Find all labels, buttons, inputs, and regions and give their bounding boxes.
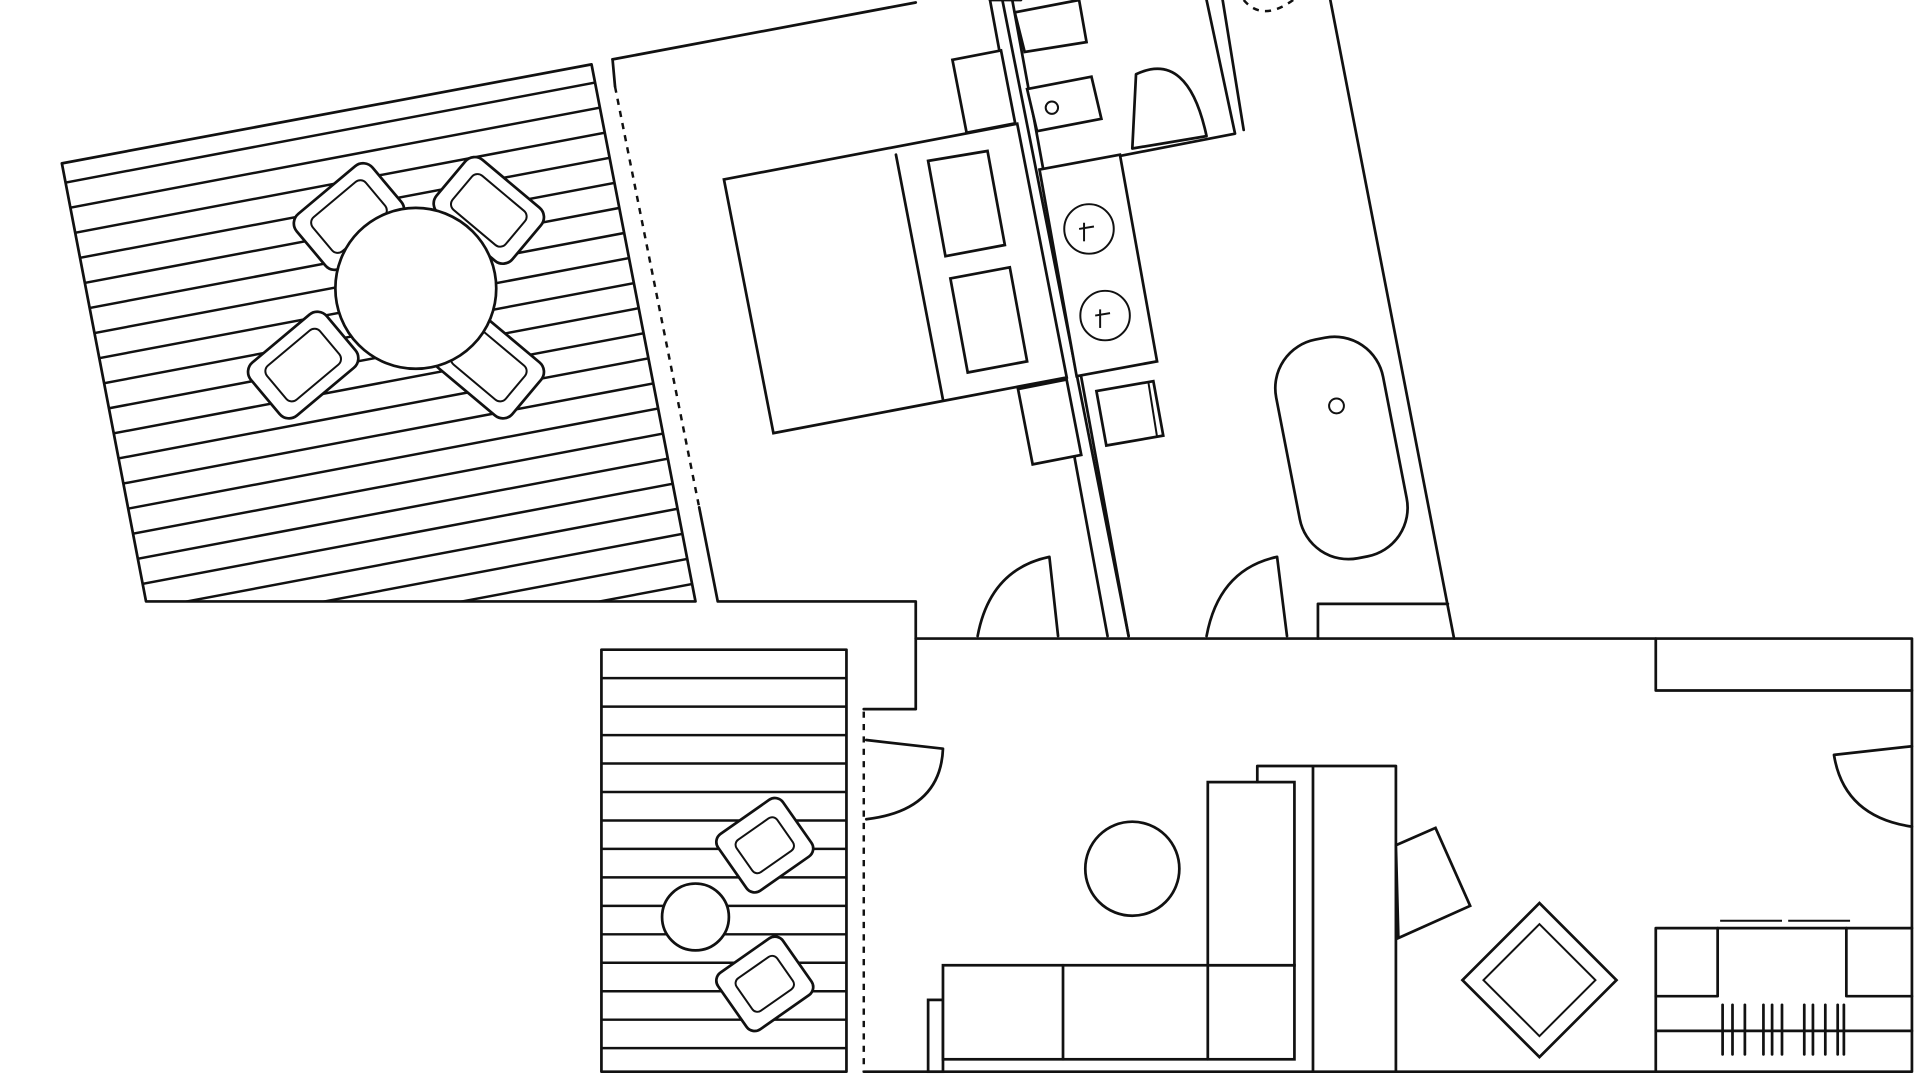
deck-board xyxy=(61,499,696,602)
terrace-outline xyxy=(60,62,697,603)
sectional-sofa xyxy=(926,780,1296,1074)
lounge-chair-bottom xyxy=(714,935,815,1033)
door-swing-balcony xyxy=(864,738,945,821)
balcony-side-table xyxy=(660,882,731,952)
bed-headboard-fold xyxy=(894,153,945,402)
chair-bottom-left xyxy=(246,310,360,420)
round-coffee-table xyxy=(1083,820,1181,918)
sliding-glass-door-upper xyxy=(613,86,701,508)
sink-basin-2 xyxy=(1079,289,1131,342)
upper-room-wall xyxy=(611,0,1456,640)
lower-balcony xyxy=(600,648,848,1074)
desk-chair xyxy=(1394,826,1472,941)
bath-stool xyxy=(1094,379,1165,448)
upper-suite xyxy=(50,0,1456,731)
deck-board xyxy=(61,551,696,602)
balcony-seating xyxy=(660,796,815,1033)
terrace-dining-set xyxy=(246,155,546,420)
deck-board xyxy=(61,473,696,602)
door-swing-bedroom xyxy=(976,555,1060,638)
ceiling-light-icon xyxy=(1242,0,1294,13)
round-dining-table xyxy=(334,206,498,371)
bed-mattress xyxy=(722,122,1069,435)
deck-board xyxy=(61,370,696,499)
bathtub-drain-icon xyxy=(1328,397,1345,415)
bath-wc-wall xyxy=(1118,0,1246,158)
terrace-deck-boards xyxy=(50,64,718,731)
bathtub xyxy=(1273,335,1409,561)
lower-suite xyxy=(600,637,1914,1074)
double-vanity xyxy=(1037,153,1159,378)
door-swing-bathroom xyxy=(1205,555,1289,638)
deck-board xyxy=(61,525,696,602)
wardrobe-unit xyxy=(1654,919,1914,1074)
deck-board xyxy=(61,344,696,473)
armchair xyxy=(1460,901,1619,1060)
toilet xyxy=(1025,75,1104,133)
deck-board xyxy=(50,605,718,731)
bathroom-fixtures xyxy=(1013,0,1409,561)
deck-board xyxy=(61,64,696,187)
clothes-hangers xyxy=(1721,1003,1846,1056)
nightstand-top xyxy=(950,48,1017,135)
desk-unit xyxy=(1255,764,1398,1074)
pillow-bottom xyxy=(948,265,1029,375)
deck-board xyxy=(61,396,696,525)
lounge-chair-top xyxy=(714,796,815,894)
bath-door-swing-top xyxy=(1130,67,1208,150)
pillow-top xyxy=(926,149,1007,258)
deck-board xyxy=(61,447,696,577)
deck-board xyxy=(61,422,696,551)
door-swing-entry xyxy=(1832,744,1914,829)
nightstand-bottom xyxy=(1016,377,1083,466)
toilet-drain-icon xyxy=(1044,100,1060,115)
double-bed xyxy=(722,48,1083,466)
wc-cabinet xyxy=(1013,0,1089,54)
deck-board xyxy=(61,577,696,602)
deck-board xyxy=(61,318,696,447)
balcony-outline xyxy=(600,648,848,1074)
sink-basin-1 xyxy=(1063,203,1115,255)
upper-terrace xyxy=(50,62,718,731)
closet-top-right xyxy=(1654,637,1914,692)
lower-room-wall xyxy=(862,637,1914,1074)
